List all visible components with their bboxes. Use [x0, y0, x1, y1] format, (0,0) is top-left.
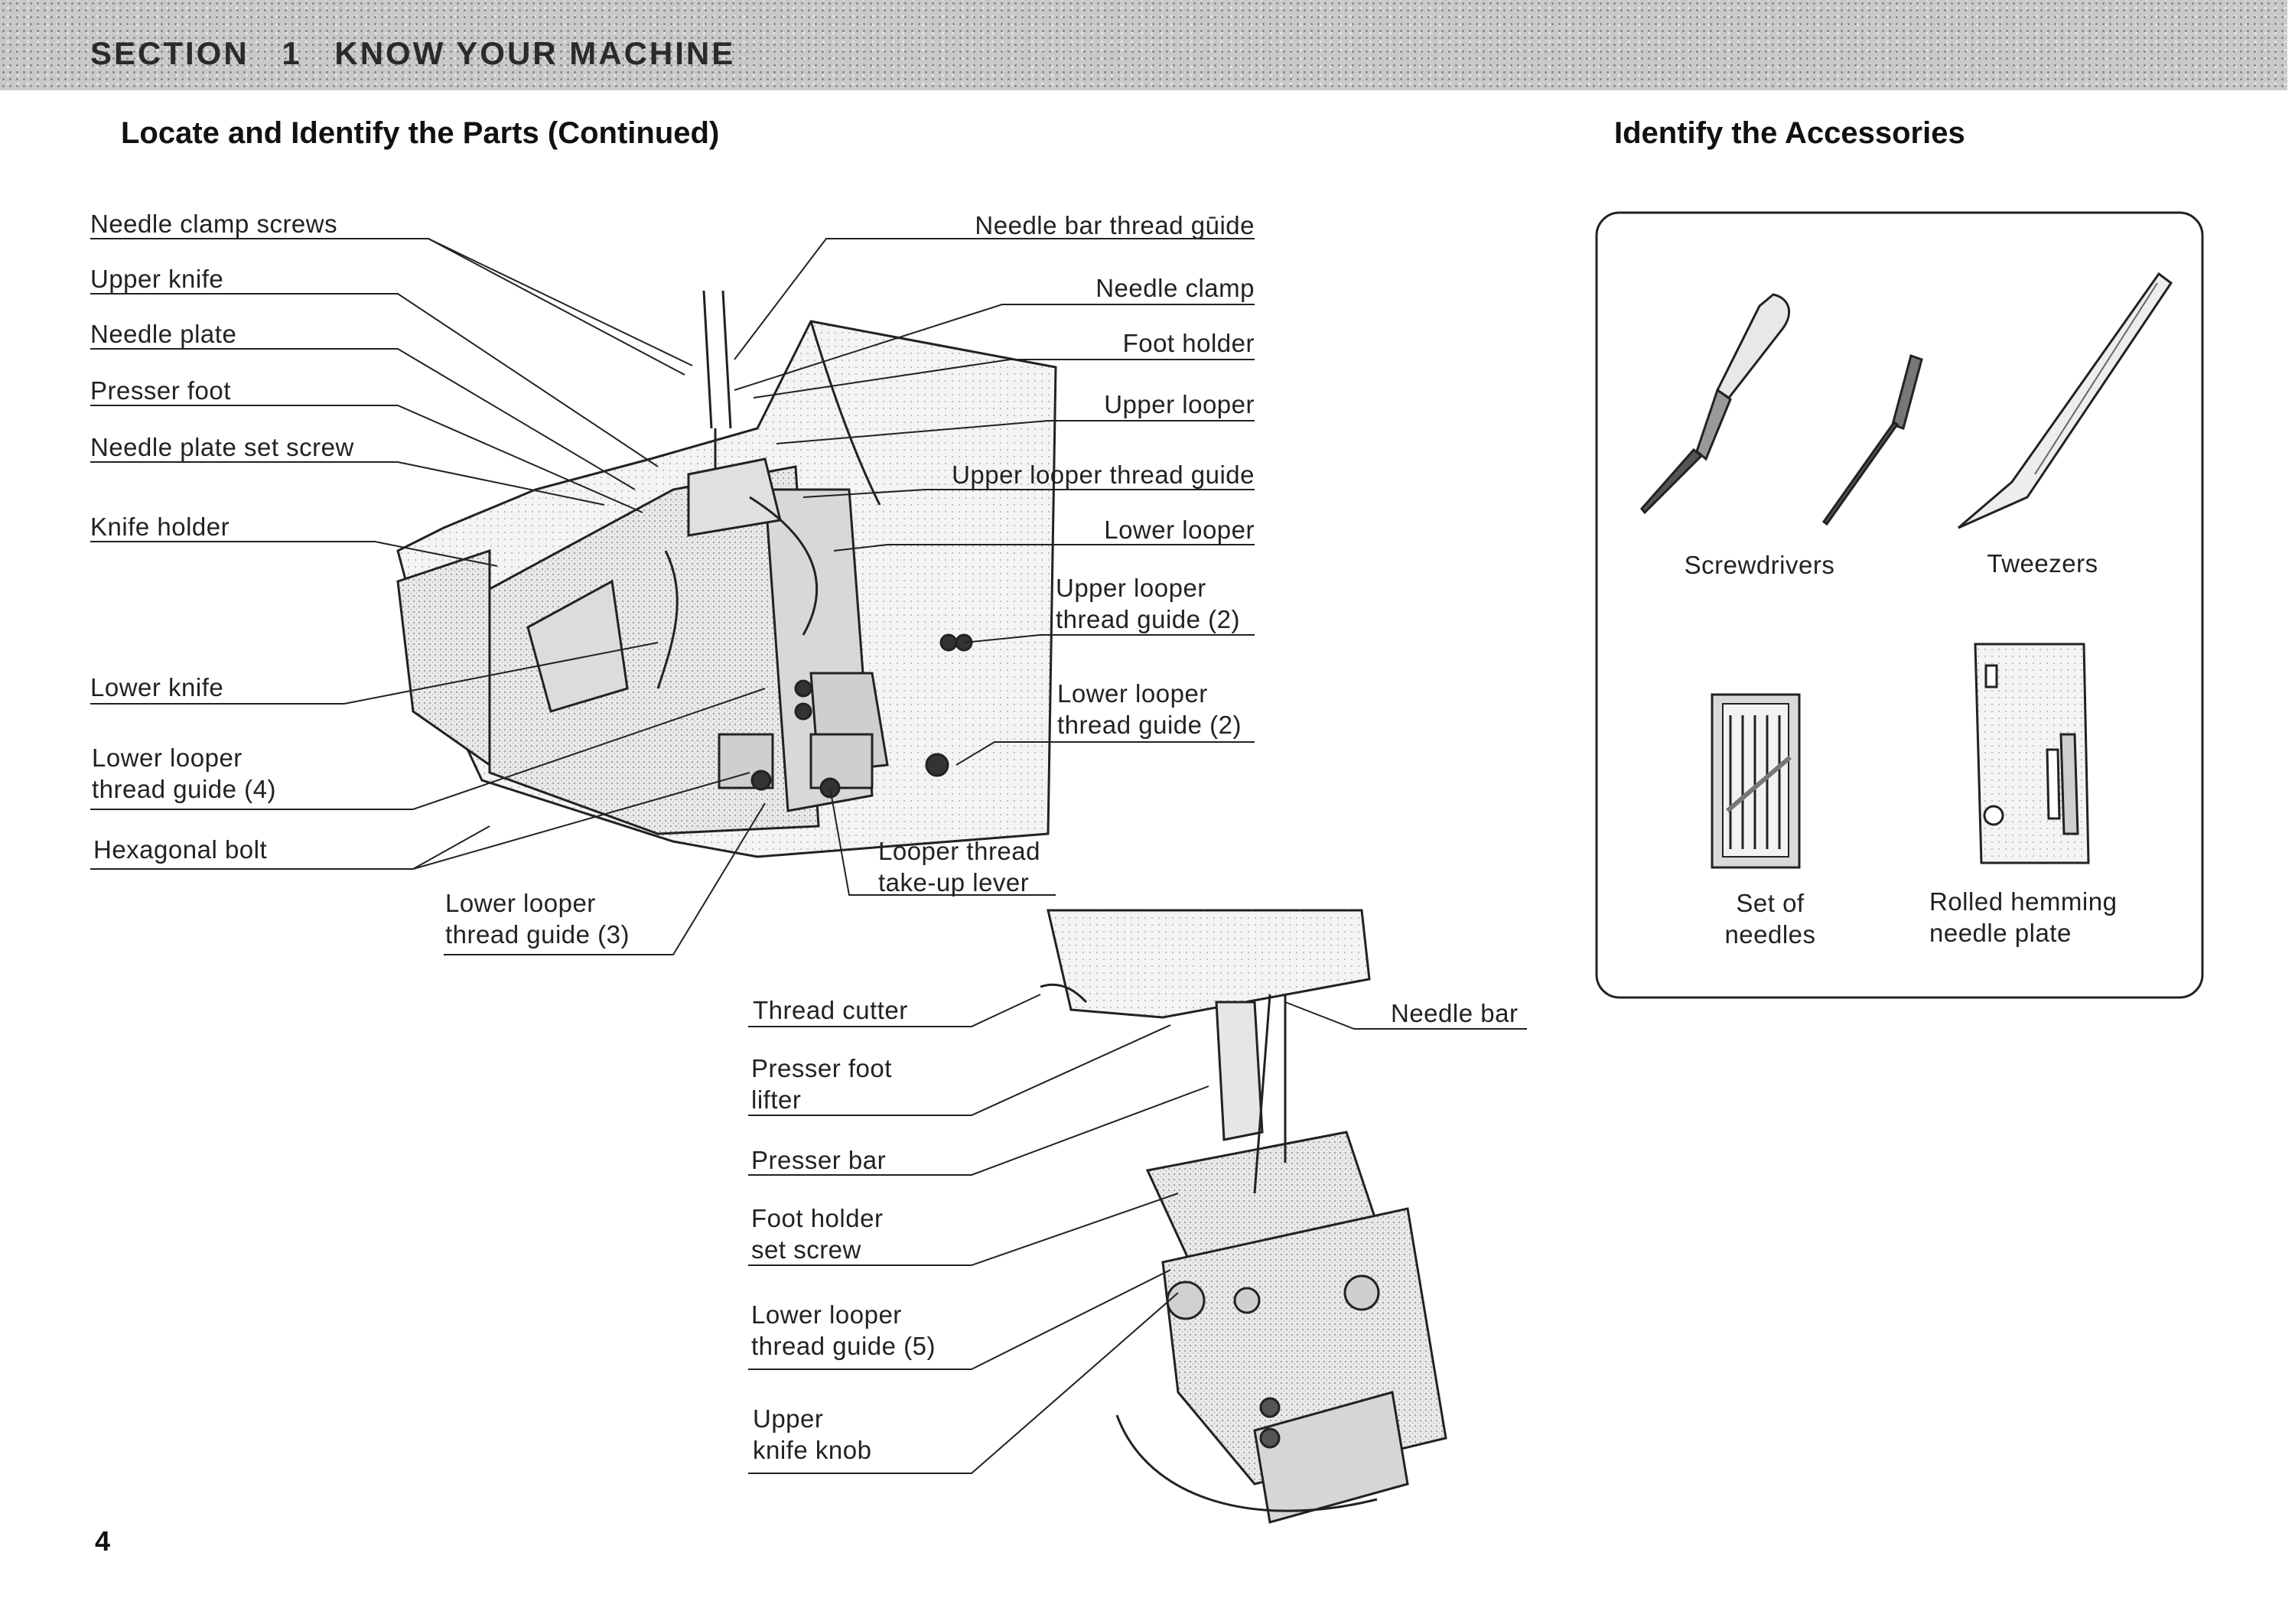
section-word: SECTION — [90, 35, 249, 71]
needle-set-icon — [1711, 693, 1801, 869]
label-upper-knife: Upper knife — [90, 265, 224, 293]
needle-assembly — [656, 290, 973, 799]
label-lower-looper-thread-guide-4: Lower looper thread guide (4) — [92, 744, 276, 803]
label-needle-bar: Needle bar — [1391, 999, 1519, 1027]
label-upper-looper-thread-guide-2: Upper looper thread guide (2) — [1056, 574, 1240, 633]
label-thread-cutter: Thread cutter — [753, 996, 908, 1024]
screwdriver-small-icon — [1821, 354, 1923, 526]
section-title: KNOW YOUR MACHINE — [334, 35, 736, 71]
label-foot-holder-set-screw: Foot holder set screw — [751, 1204, 884, 1264]
label-needle-bar-thread-guide: Needle bar thread gūide — [975, 211, 1255, 239]
label-lower-looper-thread-guide-2: Lower looper thread guide (2) — [1057, 679, 1242, 739]
section-banner-text: SECTION 1 KNOW YOUR MACHINE — [90, 35, 757, 72]
screwdriver-large-icon — [1640, 293, 1790, 515]
label-screwdrivers: Screwdrivers — [1684, 551, 1835, 579]
label-lower-looper-thread-guide-5: Lower looper thread guide (5) — [751, 1300, 936, 1360]
label-looper-thread-take-up-lever: Looper thread take-up lever — [878, 837, 1040, 897]
label-lower-knife: Lower knife — [90, 673, 224, 701]
label-presser-foot-lifter: Presser foot lifter — [751, 1054, 892, 1114]
label-upper-knife-knob: Upper knife knob — [753, 1404, 872, 1464]
leader-lines — [90, 238, 1527, 1474]
machine-body-upper — [396, 320, 1057, 858]
label-rolled-hemming-needle-plate: Rolled hemming needle plate — [1929, 887, 2118, 947]
label-tweezers: Tweezers — [1987, 549, 2098, 578]
label-lower-looper-thread-guide-3: Lower looper thread guide (3) — [445, 889, 630, 949]
rolled-hemming-plate-icon — [1974, 643, 2090, 864]
machine-body-lower — [1047, 909, 1447, 1524]
section-number: 1 — [282, 35, 302, 71]
label-presser-bar: Presser bar — [751, 1146, 887, 1174]
section-banner: SECTION 1 KNOW YOUR MACHINE — [0, 0, 2287, 90]
label-foot-holder: Foot holder — [1122, 329, 1255, 357]
label-knife-holder: Knife holder — [90, 513, 230, 541]
label-upper-looper-thread-guide: Upper looper thread guide — [952, 461, 1255, 489]
label-upper-looper: Upper looper — [1104, 390, 1255, 418]
label-needle-clamp: Needle clamp — [1095, 274, 1255, 302]
tweezers-icon — [1958, 272, 2173, 529]
label-lower-looper: Lower looper — [1104, 516, 1255, 544]
label-needle-plate: Needle plate — [90, 320, 237, 348]
label-needle-plate-set-screw: Needle plate set screw — [90, 433, 354, 461]
label-presser-foot: Presser foot — [90, 376, 231, 405]
label-needle-clamp-screws: Needle clamp screws — [90, 210, 338, 238]
accessories-heading: Identify the Accessories — [1614, 116, 1965, 150]
page-number: 4 — [95, 1525, 111, 1557]
accessories-box — [1595, 211, 2204, 999]
parts-heading: Locate and Identify the Parts (Continued… — [121, 116, 720, 150]
label-set-of-needles: Set of needles — [1724, 889, 1816, 949]
label-hexagonal-bolt: Hexagonal bolt — [93, 835, 268, 864]
